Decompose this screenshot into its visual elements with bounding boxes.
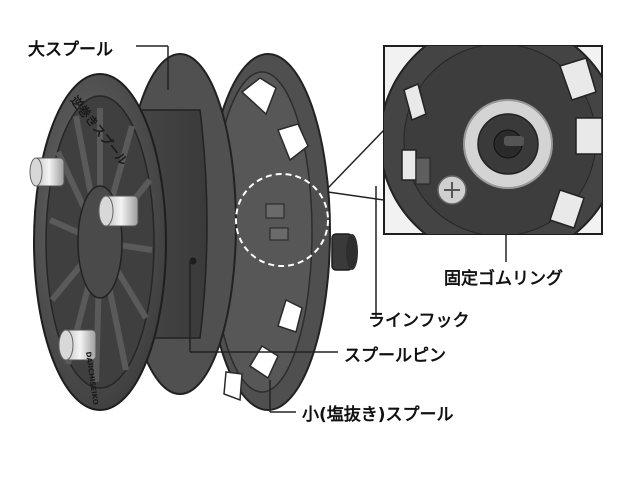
label-fixing-rubber-ring: 固定ゴムリング <box>444 269 563 289</box>
small-spool-windows <box>223 77 309 402</box>
detail-highlight-circle <box>235 173 329 267</box>
knob-top <box>29 157 65 187</box>
knob-middle <box>98 195 139 227</box>
large-spool: 逆巻きスプール DAIICHISEIKO <box>29 53 237 411</box>
spool-pin <box>189 257 197 265</box>
label-line-hook: ラインフック <box>368 311 470 331</box>
label-small-spool: 小(塩抜き)スプール <box>302 405 454 425</box>
knob-bottom <box>58 329 97 361</box>
small-spool <box>205 53 358 411</box>
label-spool-pin: スプールピン <box>344 346 446 366</box>
inset-detail <box>383 45 603 235</box>
leader-lines <box>136 45 507 413</box>
label-large-spool: 大スプール <box>28 40 113 60</box>
inset-line-hook <box>415 157 431 185</box>
line-hook <box>265 203 289 241</box>
